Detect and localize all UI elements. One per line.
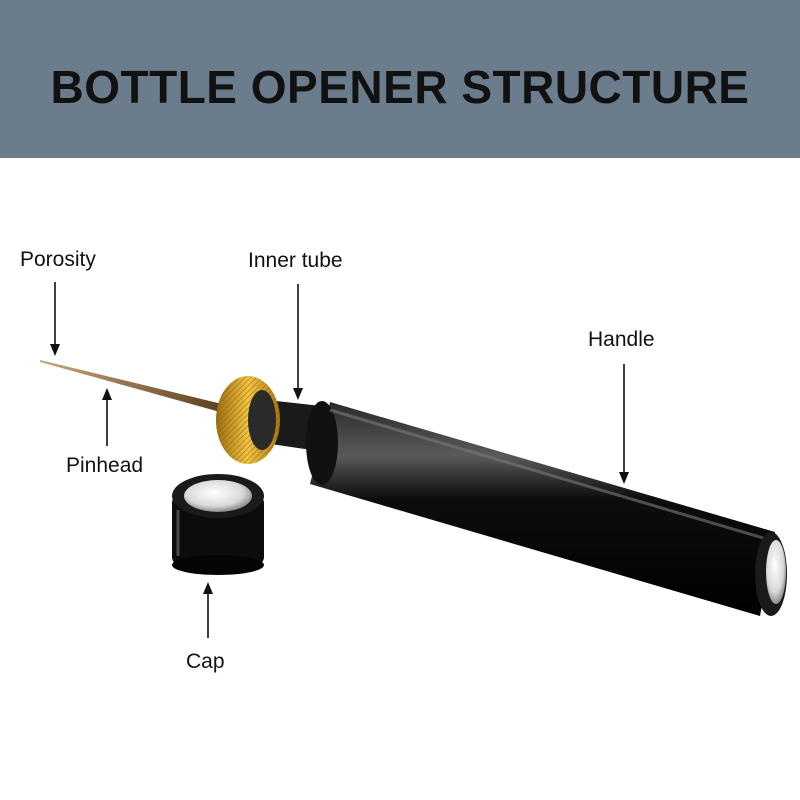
label-cap: Cap xyxy=(186,650,225,673)
arrow-handle xyxy=(619,364,629,484)
header-banner xyxy=(0,0,800,158)
page-title: BOTTLE OPENER STRUCTURE xyxy=(50,61,750,113)
handle-shape xyxy=(306,401,787,616)
arrow-porosity xyxy=(50,282,60,356)
label-porosity: Porosity xyxy=(20,248,96,271)
arrow-inner-tube xyxy=(293,284,303,400)
label-handle: Handle xyxy=(588,328,655,351)
label-pinhead: Pinhead xyxy=(66,454,144,477)
arrow-cap xyxy=(203,582,213,638)
label-inner-tube: Inner tube xyxy=(248,249,343,272)
cap-shape xyxy=(172,474,264,575)
arrow-pinhead xyxy=(102,388,112,446)
knurled-ring-shape xyxy=(216,376,280,464)
needle-shape xyxy=(40,360,222,412)
